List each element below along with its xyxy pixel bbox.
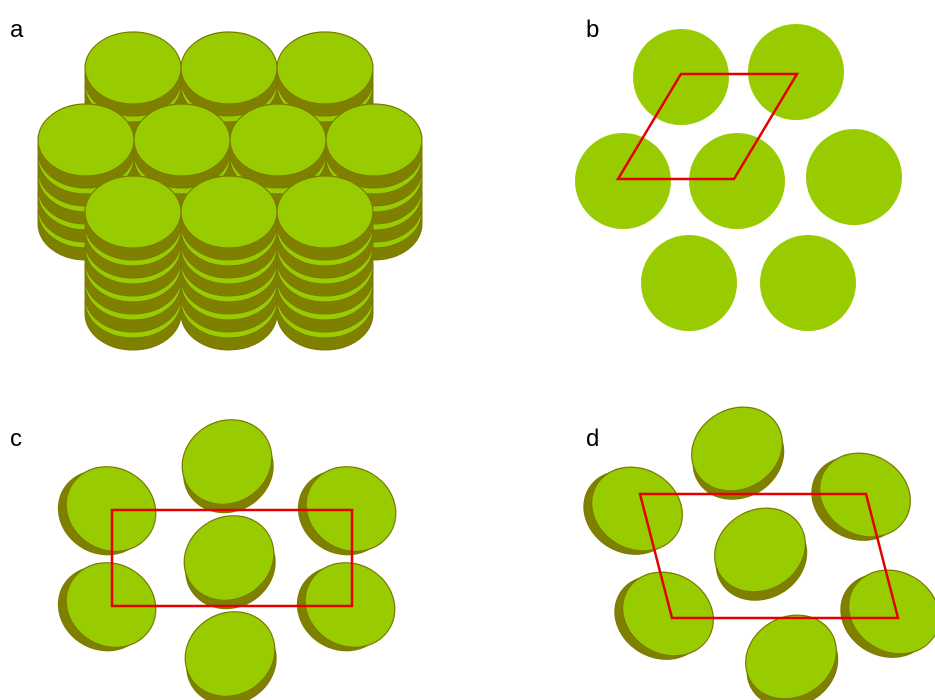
panel-label-b: b [586, 16, 599, 43]
disc [180, 175, 278, 261]
tilted-disc [583, 466, 683, 555]
disc [84, 31, 182, 117]
disc-top-view [689, 133, 785, 229]
unit-cell-outline [615, 72, 800, 181]
disc-top [180, 175, 278, 249]
disc-top-view [760, 235, 856, 331]
disc-top [180, 31, 278, 105]
tilted-disc [183, 515, 276, 610]
tilted-disc [691, 406, 785, 500]
disc-top-view [575, 133, 671, 229]
disc [180, 31, 278, 117]
disc-top [714, 507, 806, 593]
hexagonal-top-view-panel [575, 24, 902, 331]
disc [84, 175, 182, 261]
unit-cell-outline [110, 508, 354, 608]
tilted-disc [614, 571, 714, 660]
rectangular-tilted-panel [57, 419, 397, 700]
disc-top [84, 175, 182, 249]
disc [37, 103, 135, 189]
disc-top [591, 466, 683, 552]
panel-label-a: a [10, 16, 24, 43]
disc-top-view [806, 129, 902, 225]
disc-top [84, 31, 182, 105]
disc-top [181, 419, 273, 505]
unit-cell-outline [638, 492, 900, 620]
disc-top [276, 175, 374, 249]
disc [133, 103, 231, 189]
disc [229, 103, 327, 189]
oblique-tilted-panel [583, 406, 935, 700]
columnar-stack-panel [37, 31, 423, 351]
tilted-disc [714, 507, 808, 601]
disc [276, 31, 374, 117]
disc-top [37, 103, 135, 177]
disc-top [325, 103, 423, 177]
tilted-disc [811, 452, 911, 541]
tilted-disc [184, 611, 277, 700]
disc-top-view [633, 29, 729, 125]
panel-label-c: c [10, 425, 22, 452]
tilted-disc [840, 569, 935, 658]
panel-label-d: d [586, 425, 599, 452]
tilted-disc [745, 614, 839, 700]
tilted-disc [57, 466, 157, 556]
disc-top [184, 611, 276, 697]
disc-top [229, 103, 327, 177]
tilted-disc [181, 419, 274, 514]
disc [276, 175, 374, 261]
disc-top [133, 103, 231, 177]
disc-top-view [641, 235, 737, 331]
disc-top [276, 31, 374, 105]
disc-top [691, 406, 783, 492]
disc-top [745, 614, 837, 700]
disc-top [183, 515, 275, 601]
disc-top-view [748, 24, 844, 120]
disc-top [622, 571, 714, 657]
disc [325, 103, 423, 189]
